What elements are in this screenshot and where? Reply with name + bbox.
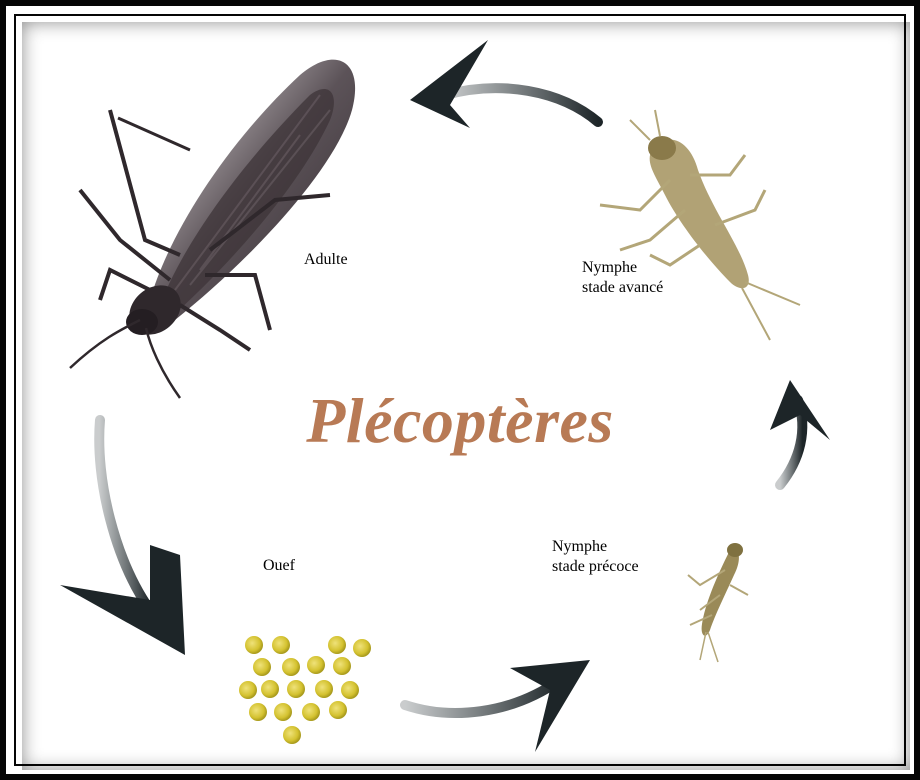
egg: [307, 656, 325, 674]
diagram-title: Plécoptères: [270, 384, 650, 458]
egg: [328, 636, 346, 654]
egg: [353, 639, 371, 657]
stage-label-egg: Ouef: [263, 556, 295, 576]
egg-cluster-icon: [239, 636, 371, 744]
adult-stonefly-icon: [70, 60, 355, 398]
egg-label-text: Ouef: [263, 556, 295, 576]
egg: [287, 680, 305, 698]
egg: [341, 681, 359, 699]
egg: [283, 726, 301, 744]
egg: [253, 658, 271, 676]
egg: [329, 701, 347, 719]
stage-label-adult: Adulte: [304, 250, 348, 270]
egg: [245, 636, 263, 654]
late-nymph-line1: Nymphe: [582, 258, 663, 278]
egg: [272, 636, 290, 654]
early-nymph-line1: Nymphe: [552, 537, 639, 557]
arrow-bottom: [405, 660, 590, 752]
arrow-left: [60, 420, 185, 655]
arrow-top: [410, 40, 598, 128]
egg: [333, 657, 351, 675]
egg: [249, 703, 267, 721]
egg: [261, 680, 279, 698]
egg: [239, 681, 257, 699]
early-nymph-icon: [688, 543, 748, 662]
early-nymph-line2: stade précoce: [552, 557, 639, 577]
egg: [282, 658, 300, 676]
stage-label-early-nymph: Nymphe stade précoce: [552, 537, 639, 577]
arrow-right: [770, 380, 830, 485]
late-nymph-icon: [600, 110, 800, 340]
late-nymph-line2: stade avancé: [582, 278, 663, 298]
stage-label-late-nymph: Nymphe stade avancé: [582, 258, 663, 298]
egg: [302, 703, 320, 721]
egg: [274, 703, 292, 721]
egg: [315, 680, 333, 698]
adult-label-text: Adulte: [304, 250, 348, 270]
